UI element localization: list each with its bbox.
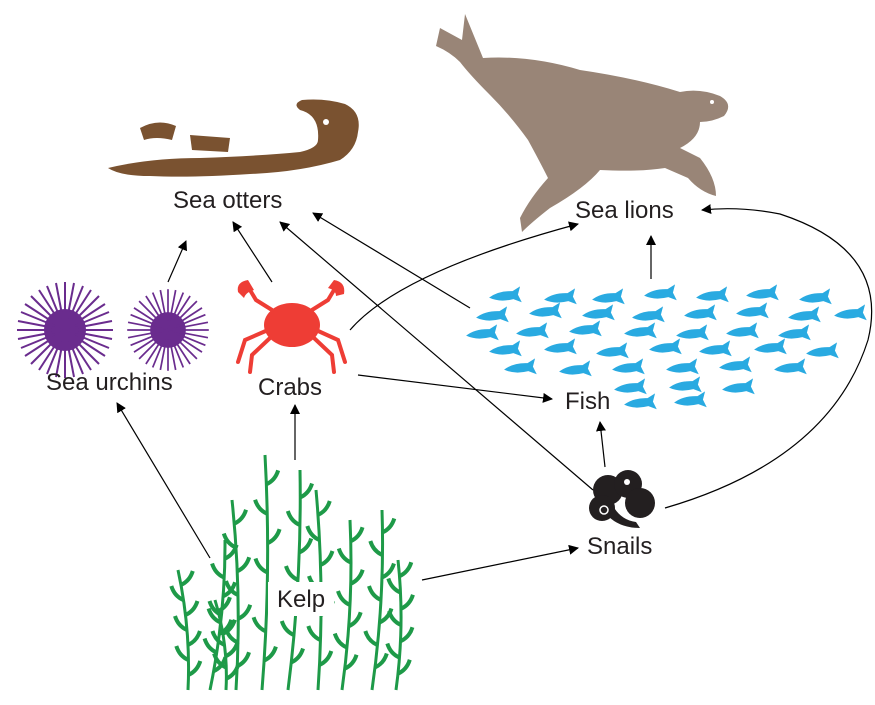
kelp-blade xyxy=(288,511,300,525)
fish-icon xyxy=(591,288,624,307)
fish-icon xyxy=(753,338,786,357)
kelp-blade xyxy=(351,527,363,541)
fish-icon xyxy=(595,342,628,361)
sea-urchin-icon xyxy=(17,282,209,378)
kelp-blade xyxy=(370,541,382,555)
kelp-blade xyxy=(226,642,238,656)
kelp-blade xyxy=(387,644,399,658)
fish-icon xyxy=(465,324,498,343)
fish-icon xyxy=(695,286,728,305)
kelp-blade xyxy=(237,557,249,571)
kelp-blade xyxy=(365,631,377,645)
fish-icon xyxy=(543,288,576,307)
kelp-blade xyxy=(320,551,332,565)
fish-icon xyxy=(503,358,536,377)
fish-icon xyxy=(611,358,644,377)
kelp-blade xyxy=(255,500,267,514)
arrow-urchins-to-otters xyxy=(168,241,186,282)
kelp-blade xyxy=(256,559,268,573)
kelp-icon xyxy=(171,455,413,690)
fish-icon xyxy=(528,302,561,321)
snail-icon xyxy=(589,470,655,528)
label-sea-lions: Sea lions xyxy=(575,199,674,223)
kelp-blade xyxy=(338,591,350,605)
fish-icon xyxy=(683,304,716,323)
fish-icon xyxy=(721,378,754,397)
fish-icon xyxy=(725,322,758,341)
fish-icon xyxy=(543,338,576,357)
fish-icon xyxy=(673,391,706,410)
arrow-snails-to-otters xyxy=(280,222,593,490)
arrow-snails-to-fish xyxy=(600,422,605,467)
arrow-crabs-to-fish xyxy=(358,375,552,399)
fish-icon xyxy=(648,338,681,357)
label-fish: Fish xyxy=(565,390,610,414)
kelp-blade xyxy=(339,549,351,563)
label-kelp: Kelp xyxy=(277,588,325,612)
fish-icon xyxy=(718,356,751,375)
label-sea-urchins: Sea urchins xyxy=(46,371,173,395)
crab-icon xyxy=(238,280,345,372)
fish-school-icon xyxy=(465,284,866,412)
fish-icon xyxy=(488,286,521,305)
kelp-blade xyxy=(266,470,278,484)
fish-icon xyxy=(745,284,778,303)
fish-icon xyxy=(735,302,768,321)
arrow-kelp-to-snails xyxy=(422,548,578,580)
fish-icon xyxy=(798,288,831,307)
kelp-blade xyxy=(185,601,197,615)
food-web-arrows xyxy=(117,209,872,580)
fish-icon xyxy=(787,306,820,325)
arrow-kelp-to-urchins xyxy=(117,403,210,558)
kelp-blade xyxy=(176,646,188,660)
kelp-blade xyxy=(212,564,224,578)
kelp-blade xyxy=(300,484,312,498)
kelp-blade xyxy=(188,661,200,675)
arrow-crabs-to-otters xyxy=(233,222,272,282)
kelp-blade xyxy=(389,611,401,625)
fish-icon xyxy=(515,322,548,341)
kelp-blade xyxy=(234,510,246,524)
kelp-blade xyxy=(335,634,347,648)
fish-icon xyxy=(698,340,731,359)
fish-icon xyxy=(488,340,521,359)
fish-icon xyxy=(833,304,866,323)
kelp-blade xyxy=(369,586,381,600)
fish-icon xyxy=(805,342,838,361)
kelp-blade xyxy=(401,595,413,609)
fish-icon xyxy=(631,306,664,325)
kelp-blade xyxy=(308,626,320,640)
label-sea-otters: Sea otters xyxy=(173,189,282,213)
arrow-snails-to-sealions xyxy=(665,209,872,508)
fish-icon xyxy=(668,376,701,395)
label-snails: Snails xyxy=(587,535,652,559)
kelp-blade xyxy=(205,639,217,653)
fish-icon xyxy=(623,322,656,341)
fish-icon xyxy=(581,304,614,323)
fish-icon xyxy=(475,306,508,325)
fish-icon xyxy=(623,393,656,412)
kelp-blade xyxy=(286,566,298,580)
fish-icon xyxy=(558,360,591,379)
fish-icon xyxy=(568,320,601,339)
kelp-blade xyxy=(188,631,200,645)
sea-otter-icon xyxy=(108,100,359,177)
kelp-blade xyxy=(318,501,330,515)
kelp-blade xyxy=(382,519,394,533)
fish-icon xyxy=(613,378,646,397)
kelp-blade xyxy=(181,571,193,585)
label-crabs: Crabs xyxy=(258,376,322,400)
kelp-blade xyxy=(238,605,250,619)
kelp-blade xyxy=(351,570,363,584)
fish-icon xyxy=(773,358,806,377)
fish-icon xyxy=(665,358,698,377)
fish-icon xyxy=(675,324,708,343)
fish-icon xyxy=(643,284,676,303)
kelp-blade xyxy=(254,617,266,631)
kelp-blade xyxy=(399,562,411,576)
kelp-blade xyxy=(282,621,294,635)
kelp-blade xyxy=(268,529,280,543)
